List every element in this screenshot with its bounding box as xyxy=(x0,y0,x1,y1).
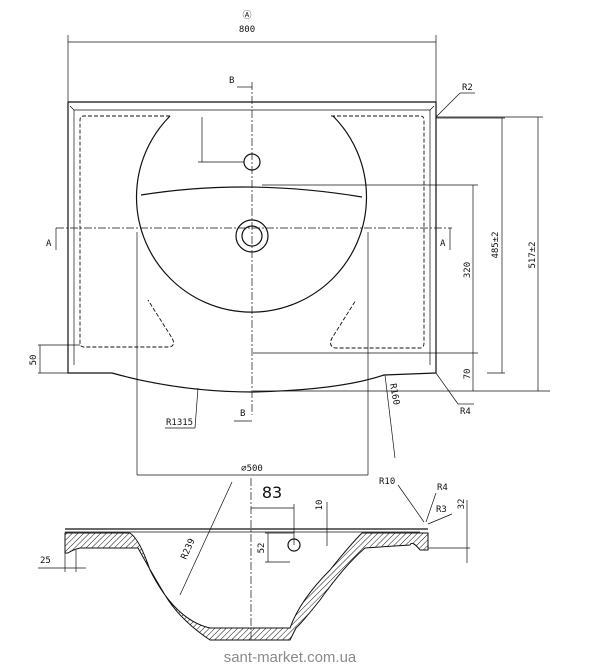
bowl-outline xyxy=(135,115,368,313)
section-a-label: A xyxy=(46,239,52,249)
height-dimension: 32 xyxy=(457,499,467,510)
section-b-label: B xyxy=(240,409,245,419)
section-view: 83 52 10 32 R10 R4 R3 R239 25 xyxy=(38,477,470,641)
tap-offset-dimension: 83 xyxy=(262,483,282,502)
view-mark: Ⓐ xyxy=(242,10,251,21)
depth-total-dimension: 517±2 xyxy=(528,241,538,268)
top-view: Ⓐ 800 B B A A xyxy=(29,10,550,476)
section-hatch xyxy=(64,532,429,641)
depth-inner-dimension: 485±2 xyxy=(491,231,501,258)
corner-radius-top: R2 xyxy=(462,83,473,93)
edge-radius-r3: R3 xyxy=(436,505,447,515)
front-offset-dimension: 70 xyxy=(463,369,473,380)
rim-thickness-dimension: 10 xyxy=(315,500,325,511)
lip-dimension: 25 xyxy=(40,556,51,566)
edge-radius-r10: R10 xyxy=(379,477,395,487)
front-radius-label: R1315 xyxy=(166,418,193,428)
section-a-label: A xyxy=(440,239,446,249)
depth-bowl-dimension: 320 xyxy=(463,262,473,278)
edge-radius-r4: R4 xyxy=(437,483,448,493)
width-dimension: 800 xyxy=(239,25,255,35)
bowl-radius-label: R239 xyxy=(180,537,198,561)
side-offset-dimension: 50 xyxy=(29,355,39,366)
tap-hole-section xyxy=(287,538,301,552)
bowl-diameter-dimension: ⌀500 xyxy=(241,464,263,474)
corner-radius-bottom: R4 xyxy=(460,407,471,417)
side-radius-label: R160 xyxy=(387,383,401,406)
hole-depth-dimension: 52 xyxy=(257,543,267,554)
section-b-label: B xyxy=(229,76,234,86)
watermark: sant-market.com.ua xyxy=(224,649,357,666)
